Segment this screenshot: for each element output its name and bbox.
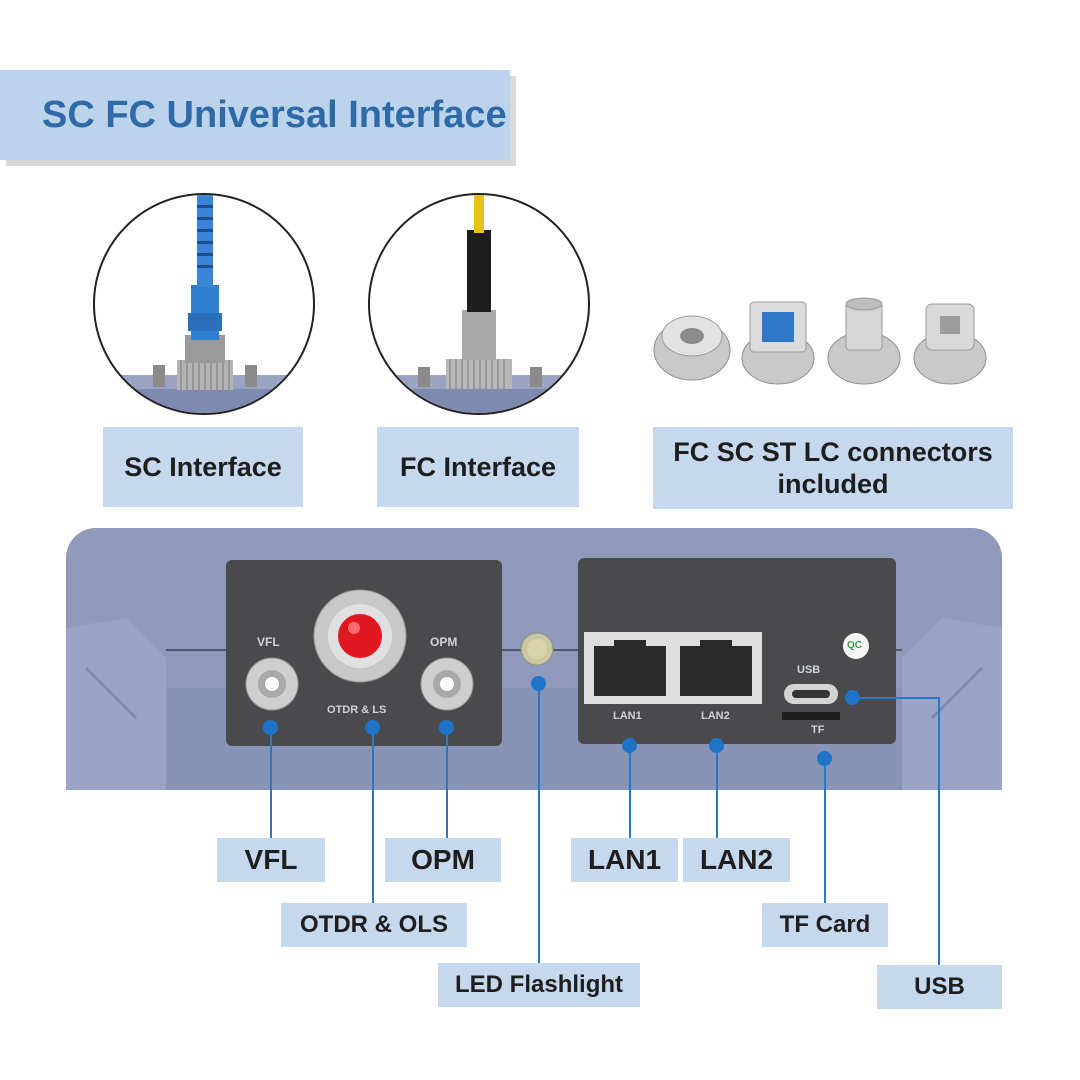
opm-callout-line xyxy=(446,728,448,838)
otdr-silkscreen: OTDR & LS xyxy=(327,704,387,716)
led-dot xyxy=(531,676,546,691)
sc-interface-label: SC Interface xyxy=(103,427,303,507)
lan1-silkscreen: LAN1 xyxy=(613,710,642,722)
usb-callout-line-v xyxy=(938,697,940,967)
lan2-silkscreen: LAN2 xyxy=(701,710,730,722)
adapter-connectors-icon xyxy=(653,297,987,385)
tf-card-label: TF Card xyxy=(762,903,888,947)
device-housing-icon xyxy=(66,528,1002,790)
opm-label: OPM xyxy=(385,838,501,882)
lan2-dot xyxy=(709,738,724,753)
led-flashlight-label: LED Flashlight xyxy=(438,963,640,1007)
fc-connector-icon xyxy=(370,195,588,413)
lan1-label: LAN1 xyxy=(571,838,678,882)
fc-interface-label: FC Interface xyxy=(377,427,579,507)
vfl-callout-line xyxy=(270,728,272,838)
otdr-dot xyxy=(365,720,380,735)
vfl-dot xyxy=(263,720,278,735)
page-title: SC FC Universal Interface xyxy=(42,93,507,136)
usb-label: USB xyxy=(877,965,1002,1009)
device-body xyxy=(66,528,1002,790)
tf-dot xyxy=(817,751,832,766)
otdr-ols-label: OTDR & OLS xyxy=(281,903,467,947)
tf-callout-line xyxy=(824,758,826,903)
fc-interface-photo xyxy=(368,193,590,415)
tf-silkscreen: TF xyxy=(811,724,825,736)
lan1-dot xyxy=(622,738,637,753)
opm-silkscreen: OPM xyxy=(430,635,458,649)
lan2-callout-line xyxy=(716,745,718,838)
usb-dot xyxy=(845,690,860,705)
connectors-included-label: FC SC ST LC connectors included xyxy=(653,427,1013,509)
vfl-silkscreen: VFL xyxy=(257,635,280,649)
led-callout-line xyxy=(538,683,540,963)
otdr-callout-line xyxy=(372,728,374,903)
connector-adapters xyxy=(650,290,995,390)
qc-sticker: QC xyxy=(847,640,862,651)
title-banner: SC FC Universal Interface xyxy=(0,70,510,160)
opm-dot xyxy=(439,720,454,735)
lan1-callout-line xyxy=(629,745,631,838)
sc-interface-photo xyxy=(93,193,315,415)
usb-callout-line-h xyxy=(852,697,940,699)
usb-silkscreen: USB xyxy=(797,664,821,676)
lan2-label: LAN2 xyxy=(683,838,790,882)
sc-connector-icon xyxy=(95,195,313,413)
vfl-label: VFL xyxy=(217,838,325,882)
